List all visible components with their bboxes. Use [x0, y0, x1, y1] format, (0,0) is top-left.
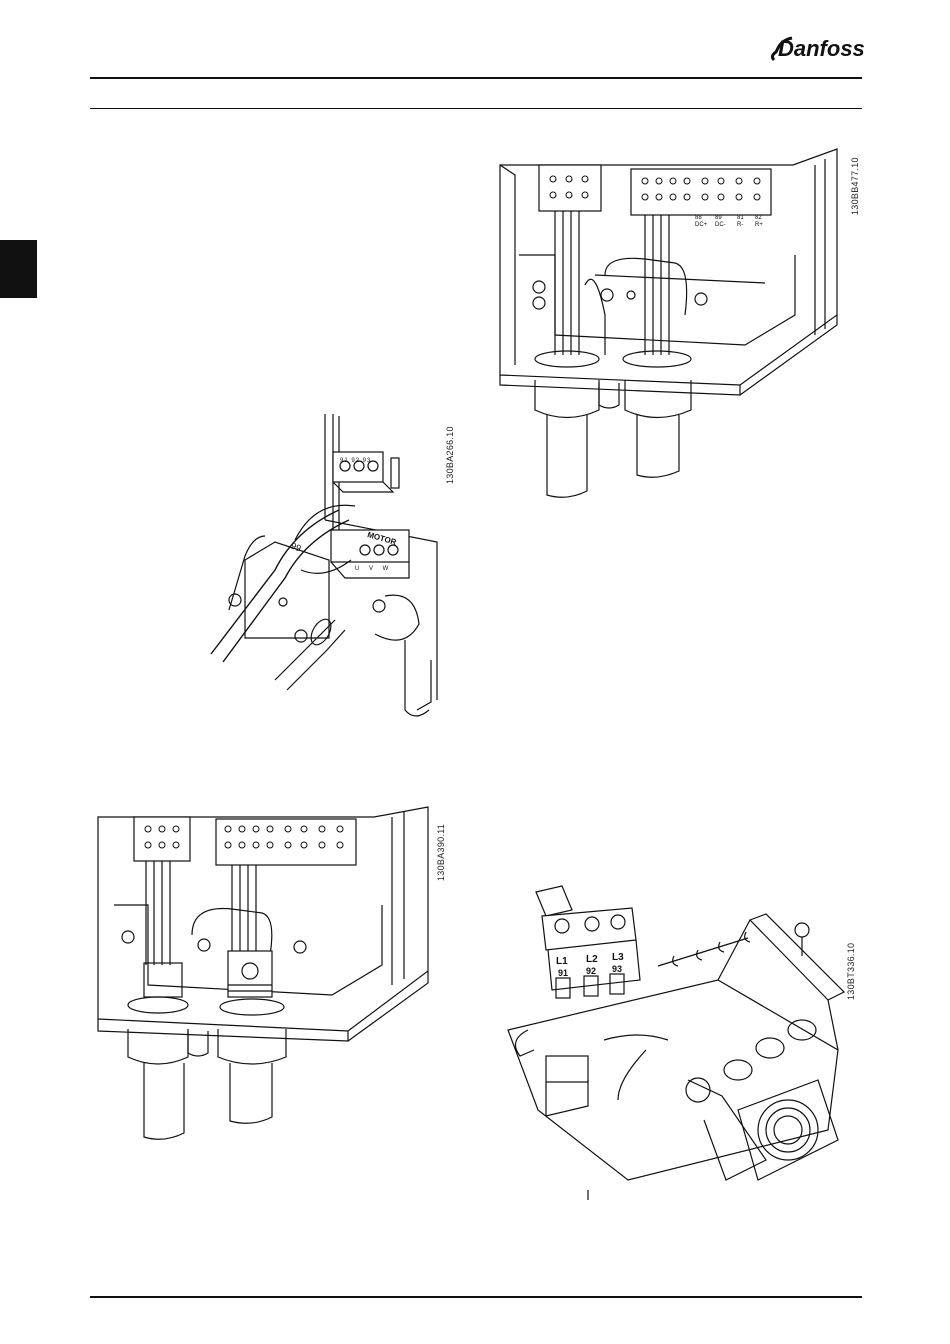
label-89: 89 — [715, 215, 722, 221]
label-l2: L2 — [586, 954, 598, 965]
label-91: 91 — [558, 968, 568, 978]
figure-code: 130BT336.10 — [846, 943, 856, 1000]
figure-2: 130BB477.10 88 DC+ 89 DC- 81 R- 82 R+ — [495, 135, 870, 505]
chapter-tab — [0, 240, 37, 298]
danfoss-logo: Danfoss — [768, 26, 864, 70]
label-r-minus: R- — [737, 222, 743, 228]
label-92: 92 — [586, 966, 596, 976]
label-dc-minus: DC- — [715, 222, 726, 228]
label-88: 88 — [695, 215, 702, 221]
label-l3: L3 — [612, 952, 624, 963]
figure-3: 130BA390.11 — [92, 795, 452, 1145]
header-rule-top — [90, 77, 862, 79]
figure-4: 130BT336.10 L1 L2 L3 91 92 93 — [498, 880, 870, 1200]
footer-rule — [90, 1296, 862, 1298]
brand-text: Danfoss — [778, 36, 864, 61]
label-82: 82 — [755, 215, 762, 221]
figure-1: 130BA266.10 91 92 93 MOTOR 99 U V W — [205, 410, 465, 730]
label-dc-plus: DC+ — [695, 222, 707, 228]
label-93: 93 — [612, 964, 622, 974]
label-r-plus: R+ — [755, 222, 763, 228]
uvw-label: U V W — [355, 566, 392, 572]
figure-code: 130BA390.11 — [436, 824, 446, 881]
label-l1: L1 — [556, 956, 568, 967]
label-81: 81 — [737, 215, 744, 221]
header-rule-bottom — [90, 108, 862, 109]
figure-code: 130BB477.10 — [850, 157, 860, 215]
terminal-labels: 91 92 93 — [340, 458, 371, 464]
figure-code: 130BA266.10 — [445, 426, 455, 484]
